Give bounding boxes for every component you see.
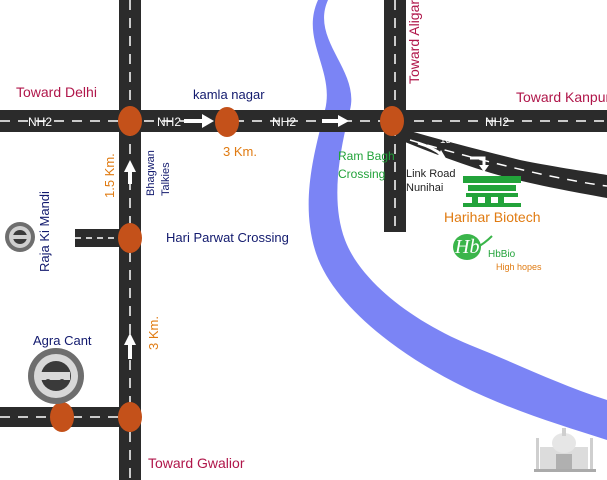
arrow-down-right-icon [470,156,489,172]
label-toward-kanpur: Toward Kanpur [516,89,607,105]
junction-nh2-main [118,106,142,136]
arrow-up-icon [124,160,136,184]
label-talkies: Talkies [160,162,172,196]
label-nh2-east: NH2 [485,115,510,129]
label-hari-parwat: Hari Parwat Crossing [166,230,289,245]
hbbio-logo-icon [453,234,493,260]
junction-kamla-nagar [215,107,239,137]
label-ram-bagh-crossing: Crossing [338,167,386,181]
label-link-road: Link Road [406,168,456,180]
road-link-nunihai [395,128,607,198]
junction-ram-bagh [380,106,404,136]
distance-3km-top: 3 Km. [223,144,257,159]
river [308,0,607,440]
arrow-right-icon [184,114,214,128]
label-toward-gwalior: Toward Gwalior [148,455,245,471]
hbbio-tagline: High hopes [496,262,542,272]
label-nh2-mid: NH2 [272,115,297,129]
railway-station-badge-icon [28,348,84,404]
distance-3km-left: 3 Km. [146,316,161,350]
junction-gwalior [118,402,142,432]
factory-building-icon [463,176,521,207]
railway-station-badge-icon [5,222,35,252]
junction-hari-parwat [118,223,142,253]
label-nh2-west: NH2 [28,115,53,129]
label-nh2-center: NH2 [157,115,182,129]
label-nunihai: Nunihai [406,182,444,194]
label-kamla-nagar: kamla nagar [193,87,265,102]
label-raja-ki-mandi: Raja Ki Mandi [37,191,52,272]
arrow-curve-icon [417,141,447,160]
label-toward-aligarh: Toward Aligarh [406,0,422,84]
distance-1-5km: 1.5 Km. [102,153,117,198]
company-name: Harihar Biotech [444,209,541,225]
label-ram-bagh: Ram Bagh [338,149,395,163]
hbbio-logo-mark: Hb [455,236,480,258]
hbbio-name: HbBio [488,249,516,260]
distance-150m: 150 m. away [440,135,497,146]
label-bhagwan: Bhagwan [145,150,157,196]
junction-agra-cant [50,402,74,432]
arrow-up-icon [124,333,136,359]
label-agra-cant: Agra Cant [33,333,92,348]
road-nh2 [0,110,607,132]
road-hari-parwat-branch [75,229,125,247]
arrow-right-icon [322,115,349,127]
label-toward-delhi: Toward Delhi [16,84,97,100]
taj-mahal-icon [534,428,596,472]
